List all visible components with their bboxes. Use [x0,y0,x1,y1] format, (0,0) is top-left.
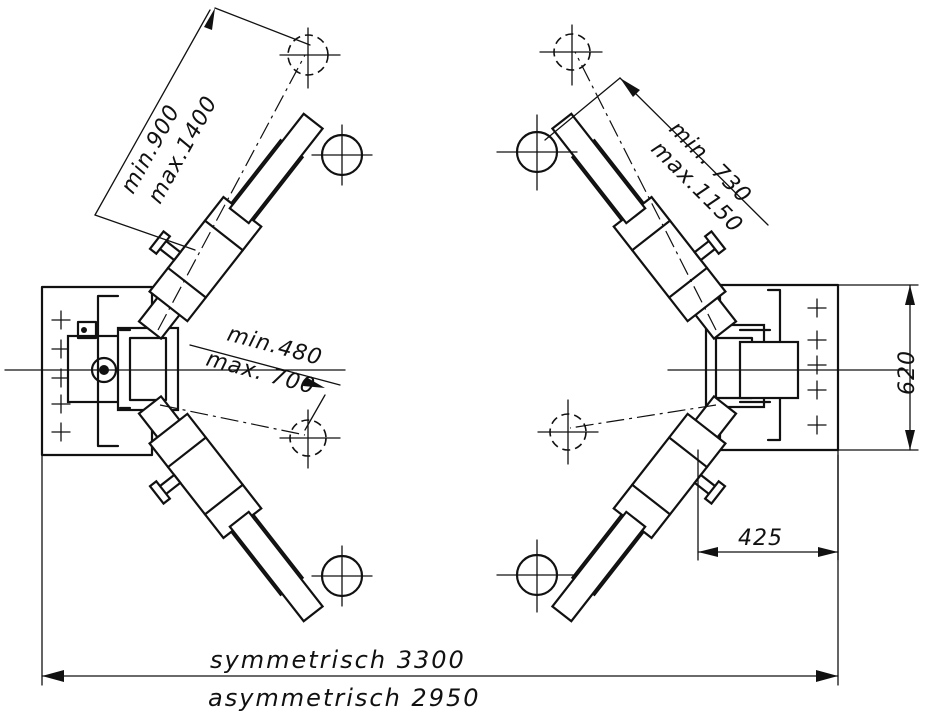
dimension-lines [41,7,919,686]
right-lower-arm [496,394,738,623]
label-column-depth: 620 [895,350,920,395]
label-width-symmetric: symmetrisch 3300 [210,646,466,674]
label-column-offset: 425 [738,526,783,551]
left-lower-arm [137,394,373,623]
label-width-asymmetric: asymmetrisch 2950 [208,684,481,712]
